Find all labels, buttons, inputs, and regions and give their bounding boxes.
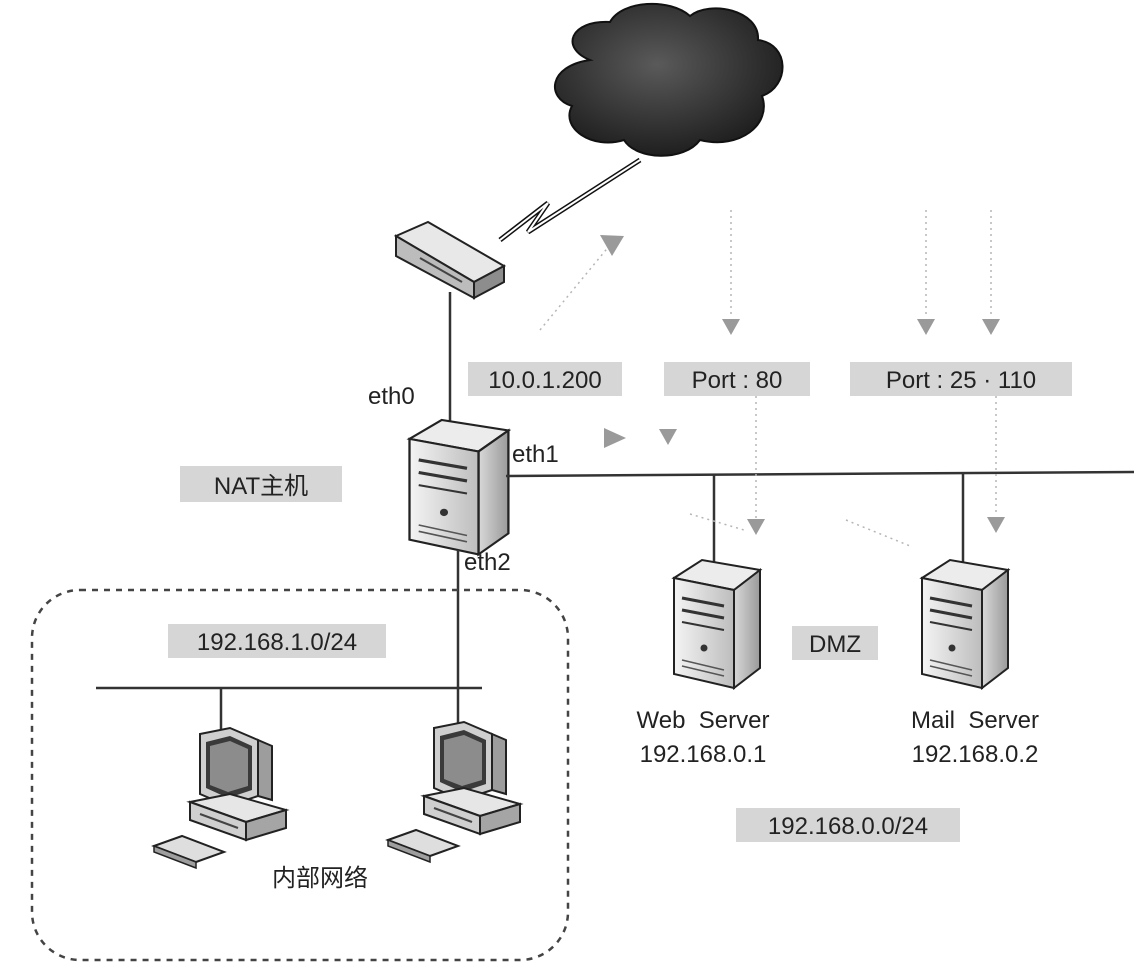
cloud-icon bbox=[554, 2, 784, 157]
mail-ports-label: Port : 25 · 110 bbox=[886, 367, 1036, 394]
web-server-icon bbox=[672, 558, 762, 690]
mail-ports-tag-bg bbox=[850, 362, 1072, 396]
eth2-label: eth2 bbox=[464, 549, 511, 576]
server-icon bbox=[407, 418, 511, 557]
workstation-icon bbox=[153, 727, 287, 869]
nat-host-label: NAT主机 bbox=[214, 473, 308, 500]
router-icon bbox=[393, 220, 507, 300]
eth1-label: eth1 bbox=[512, 441, 559, 468]
mail-server-name: Mail Server bbox=[911, 707, 1039, 734]
dmz-label: DMZ bbox=[809, 631, 861, 658]
nat-host-tag-bg bbox=[180, 466, 342, 502]
mail-server-icon bbox=[920, 558, 1010, 690]
traffic-arrows bbox=[539, 210, 1005, 547]
web-server-name: Web Server bbox=[637, 707, 770, 734]
dmz-subnet-label: 192.168.0.0/24 bbox=[768, 813, 928, 840]
web-server-ip: 192.168.0.1 bbox=[640, 741, 767, 768]
lan-subnet-label: 192.168.1.0/24 bbox=[197, 629, 357, 656]
lan-subnet-tag-bg bbox=[168, 624, 386, 658]
web-port-tag-bg bbox=[664, 362, 810, 396]
dmz-bus-line bbox=[505, 470, 1134, 478]
workstation-icon-2 bbox=[387, 721, 521, 863]
dmz-tag-bg bbox=[792, 626, 878, 660]
eth0-label: eth0 bbox=[368, 383, 415, 410]
wan-link-line bbox=[498, 157, 642, 242]
public-ip-tag-bg bbox=[468, 362, 622, 396]
mail-server-ip: 192.168.0.2 bbox=[912, 741, 1039, 768]
wan-link-line-inner bbox=[499, 159, 641, 241]
web-port-label: Port : 80 bbox=[692, 367, 783, 394]
dmz-subnet-tag-bg bbox=[736, 808, 960, 842]
public-ip-label: 10.0.1.200 bbox=[488, 367, 601, 394]
internal-network-zone bbox=[30, 588, 570, 962]
internal-network-label: 内部网络 bbox=[272, 865, 368, 892]
